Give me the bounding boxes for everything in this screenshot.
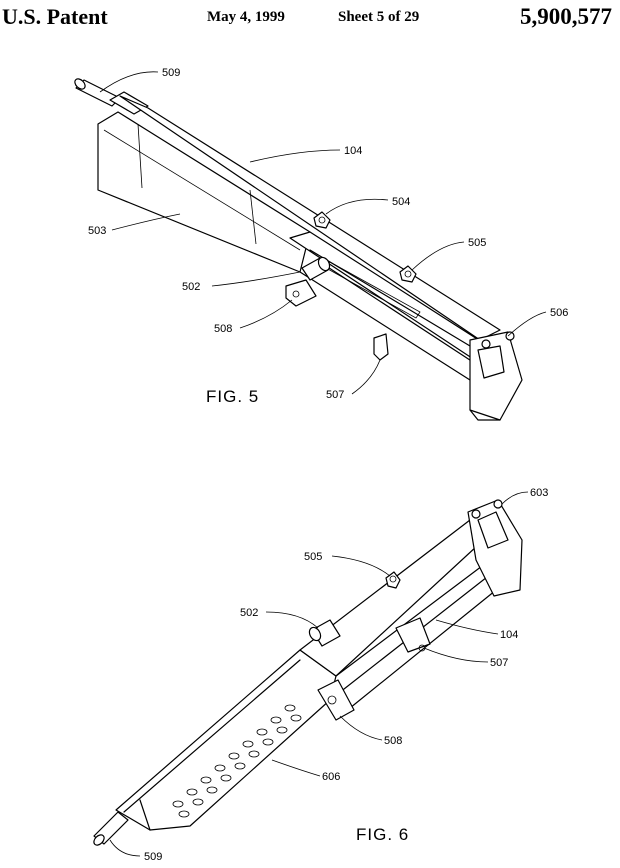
fig5-drawing: [74, 78, 523, 421]
fig5-ref-104: 104: [344, 145, 362, 157]
fig6-leader-lines: [109, 491, 529, 857]
fig5-ref-506: 506: [550, 307, 568, 319]
fig6-ref-502: 502: [240, 607, 258, 619]
fig5-ref-508: 508: [214, 323, 232, 335]
fig5-ref-504: 504: [392, 196, 410, 208]
fig5-leader-lines: [99, 71, 547, 395]
fig5-ref-507: 507: [326, 389, 344, 401]
fig5-caption: FIG. 5: [206, 387, 259, 406]
fig6-caption: FIG. 6: [356, 825, 409, 844]
fig6-ref-508: 508: [384, 735, 402, 747]
sheet-number: Sheet 5 of 29: [338, 9, 420, 25]
fig5-end-bracket: [469, 331, 523, 421]
fig6-ref-505: 505: [304, 551, 322, 563]
fig6-drawing: [93, 499, 523, 846]
fig6-ref-104: 104: [500, 629, 518, 641]
patent-number: 5,900,577: [520, 4, 612, 29]
fig6-ref-509: 509: [144, 851, 162, 863]
patent-date: May 4, 1999: [207, 9, 285, 25]
fig5-ref-505: 505: [468, 237, 486, 249]
fig5-ref-503: 503: [88, 225, 106, 237]
fig6-ref-603: 603: [530, 487, 548, 499]
fig6-ref-606: 606: [322, 771, 340, 783]
fig5-ref-509: 509: [162, 67, 180, 79]
fig6-top-rail: [299, 519, 491, 677]
patent-label: U.S. Patent: [2, 4, 108, 29]
fig5-ref-502: 502: [182, 281, 200, 293]
fig5-side-plate: [97, 111, 311, 273]
fig6-base-plate: [115, 649, 337, 831]
fig6-ref-507: 507: [490, 657, 508, 669]
